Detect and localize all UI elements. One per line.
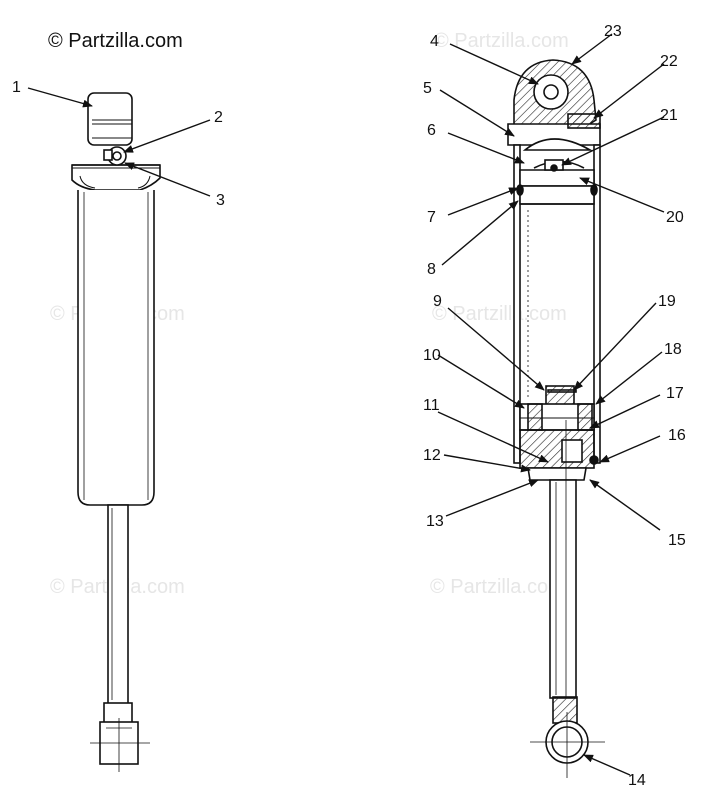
- cap-seal: [567, 113, 601, 129]
- callout-22: 22: [660, 53, 678, 70]
- callout-14: 14: [628, 772, 646, 789]
- callout-2: 2: [214, 109, 223, 126]
- reservoir-cap: [71, 164, 161, 191]
- callout-4: 4: [430, 33, 439, 50]
- callout-5: 5: [423, 80, 432, 97]
- callout-21: 21: [660, 107, 678, 124]
- callout-6: 6: [427, 122, 436, 139]
- left-shock-exterior: [71, 92, 161, 772]
- leader-lines: [27, 33, 665, 776]
- shock-body: [77, 190, 155, 506]
- callout-23: 23: [604, 23, 622, 40]
- callout-1: 1: [12, 79, 21, 96]
- callout-10: 10: [423, 347, 441, 364]
- copyright-text: © Partzilla.com: [48, 30, 183, 52]
- callout-20: 20: [666, 209, 684, 226]
- callout-15: 15: [668, 532, 686, 549]
- callout-11: 11: [423, 397, 440, 414]
- piston-shaft-cutaway: [549, 479, 577, 699]
- watermark: © Partzilla.com: [432, 303, 567, 325]
- callout-3: 3: [216, 192, 225, 209]
- callout-19: 19: [658, 293, 676, 310]
- callout-7: 7: [427, 209, 436, 226]
- watermark: © Partzilla.com: [430, 576, 565, 598]
- right-shock-cutaway: [507, 59, 605, 778]
- callout-16: 16: [668, 427, 686, 444]
- callout-8: 8: [427, 261, 436, 278]
- top-mount-eyelet: [87, 92, 133, 146]
- piston-shaft: [107, 504, 129, 706]
- callout-17: 17: [666, 385, 684, 402]
- callout-13: 13: [426, 513, 444, 530]
- piston-nut: [545, 385, 575, 407]
- threaded-end: [552, 696, 578, 724]
- callout-12: 12: [423, 447, 441, 464]
- callout-labels: 1 2 3 4 5 6 7 8 9 10 11 12 13 14 15 16 1…: [12, 23, 686, 789]
- watermark: © Partzilla.com: [434, 30, 569, 52]
- callout-18: 18: [664, 341, 682, 358]
- callout-9: 9: [433, 293, 442, 310]
- floating-piston: [519, 185, 595, 205]
- seal-head: [519, 429, 595, 469]
